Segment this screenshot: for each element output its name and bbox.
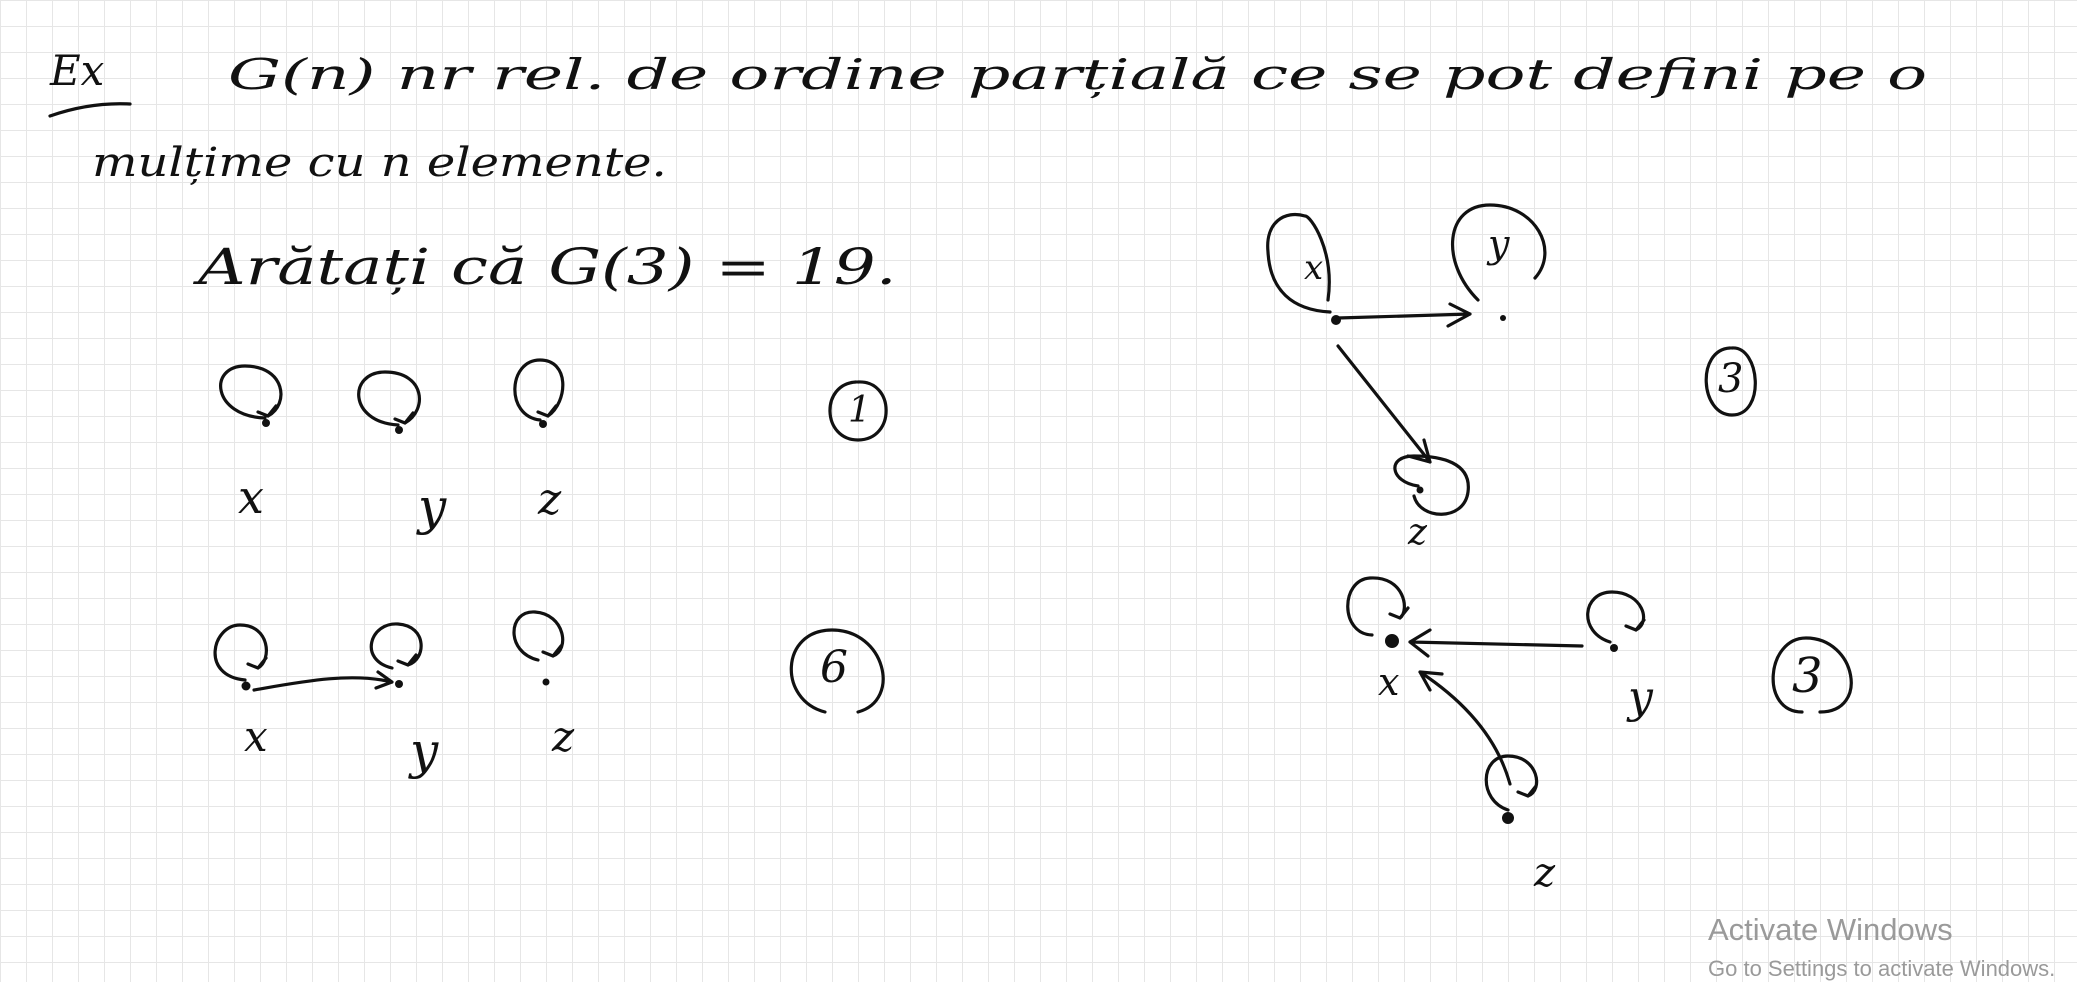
arrow-y-to-x [1408,628,1584,658]
case-1-diagram [219,358,888,442]
loop-x [219,364,283,420]
statement-line-2: mulțime cu n elemente. [92,140,667,186]
activate-windows-title: Activate Windows [1708,912,1953,947]
node-x [241,681,251,691]
ex-label: Ex [50,46,105,95]
loop-x [1346,576,1410,637]
case-6-label-x: x [244,712,268,761]
case-3b-label-x: x [1378,660,1400,704]
loop-x [1266,213,1332,314]
case-3b-label-z: z [1534,850,1556,896]
loop-z [513,358,565,422]
node-x [1385,634,1399,648]
case-3b-count-circle [1771,636,1853,714]
case-1-count: 1 [848,390,871,431]
task-line: Arătați că G(3) = 19. [198,238,897,296]
arrow-x-to-y [252,670,394,692]
case-3a-label-z: z [1408,512,1427,553]
case-3b-diagram [1346,576,1853,824]
case-6-label-z: z [552,712,575,761]
case-1-label-x: x [238,470,264,524]
node-z [539,420,547,428]
loop-z [512,610,565,662]
arrow-x-to-y [1336,302,1472,328]
arrow-x-to-z [1336,344,1432,464]
node-z [542,678,550,686]
loop-z [1484,754,1539,812]
arrow-z-to-x [1418,670,1512,786]
case-3b-label-y: y [1628,672,1653,723]
case-6-label-y: y [410,722,439,780]
loop-y [1450,203,1547,302]
loop-y [1586,590,1646,644]
node-y [395,680,403,688]
loop-x [213,623,268,682]
node-x [262,419,270,427]
case-3a-count-circle [1704,346,1757,417]
node-z [1416,486,1424,494]
case-1-count-circle [828,380,888,442]
case-6-count: 6 [820,642,848,693]
case-6-count-circle [789,628,885,714]
case-3a-label-x: x [1304,248,1324,288]
node-y [1500,315,1506,321]
node-y [1610,644,1618,652]
case-1-label-y: y [418,478,447,536]
case-3a-diagram [1266,203,1757,516]
node-z [1502,812,1514,824]
case-3b-count: 3 [1792,648,1823,704]
loop-y [357,370,421,427]
node-y [395,426,403,434]
loop-y [369,622,423,670]
statement-line-1: G(n) nr rel. de ordine parțială ce se po… [228,50,1928,99]
case-3a-label-y: y [1488,222,1510,266]
case-1-label-z: z [538,474,562,525]
case-3a-count: 3 [1718,356,1744,402]
activate-windows-subtitle: Go to Settings to activate Windows. [1708,956,2056,981]
loop-z [1393,454,1470,516]
ex-underline [48,102,132,118]
case-6-diagram [213,610,885,714]
